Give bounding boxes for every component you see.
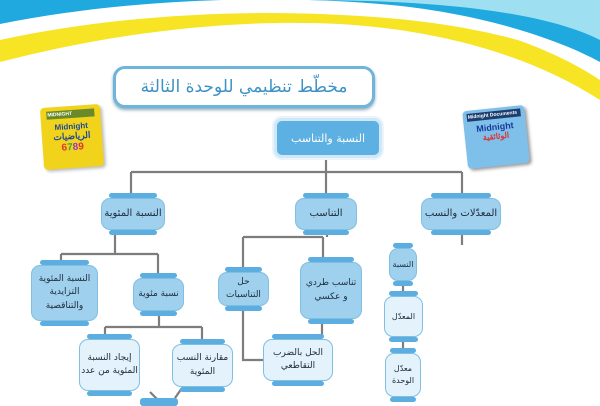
label-line: المئوية — [189, 366, 216, 377]
label-line: الحل بالضرب — [273, 347, 323, 358]
node-find-percent: إيجاد النسبة المئوية من عدد — [79, 334, 140, 396]
node-percent-sub: نسبة مئوية — [133, 273, 184, 316]
label-line: التقاطعي — [280, 361, 316, 371]
node-partial-bottom — [140, 398, 178, 406]
node-rate: المعدّل — [384, 291, 423, 342]
node-rates-ratios: المعدّلات والنسب — [421, 193, 501, 235]
node-percent-change: النسبة المئوية التزايدية والتناقصية — [31, 260, 98, 326]
documents-book-logo: Midnight Documents Midnight الوثائقية — [462, 104, 530, 170]
label-line: المئوية من عدد — [81, 366, 138, 376]
node-ratio: النسبة — [389, 243, 417, 286]
label-line: الوحدة — [391, 376, 415, 385]
label-line: تناسب طردي — [305, 278, 357, 289]
label-line: و عكسي — [314, 291, 348, 302]
node-cross-multiplication: الحل بالضرب التقاطعي — [263, 334, 333, 386]
math-book-logo: MIDNIGHT Midnight الرياضيات 6789 — [39, 103, 105, 171]
label-line: معدّل — [393, 364, 413, 374]
label-line: النسبة المئوية — [38, 274, 91, 285]
node-compare-percents: مقارنة النسب المئوية — [172, 339, 233, 392]
page-title: مخطّط تنظيمي للوحدة الثالثة — [113, 66, 375, 108]
node-solving-proportions: حل التناسبات — [218, 267, 269, 311]
label-line: التزايدية والتناقصية — [45, 287, 84, 311]
root-node-ratio-proportion: النسبة والتناسب — [274, 118, 382, 158]
node-percent: النسبة المئوية — [101, 193, 165, 235]
label-line: إيجاد النسبة — [87, 352, 132, 363]
node-proportion: التناسب — [295, 193, 357, 235]
node-unit-rate: معدّل الوحدة — [385, 348, 421, 402]
label-line: مقارنة النسب — [176, 353, 229, 364]
node-direct-inverse: تناسب طردي و عكسي — [300, 257, 362, 324]
